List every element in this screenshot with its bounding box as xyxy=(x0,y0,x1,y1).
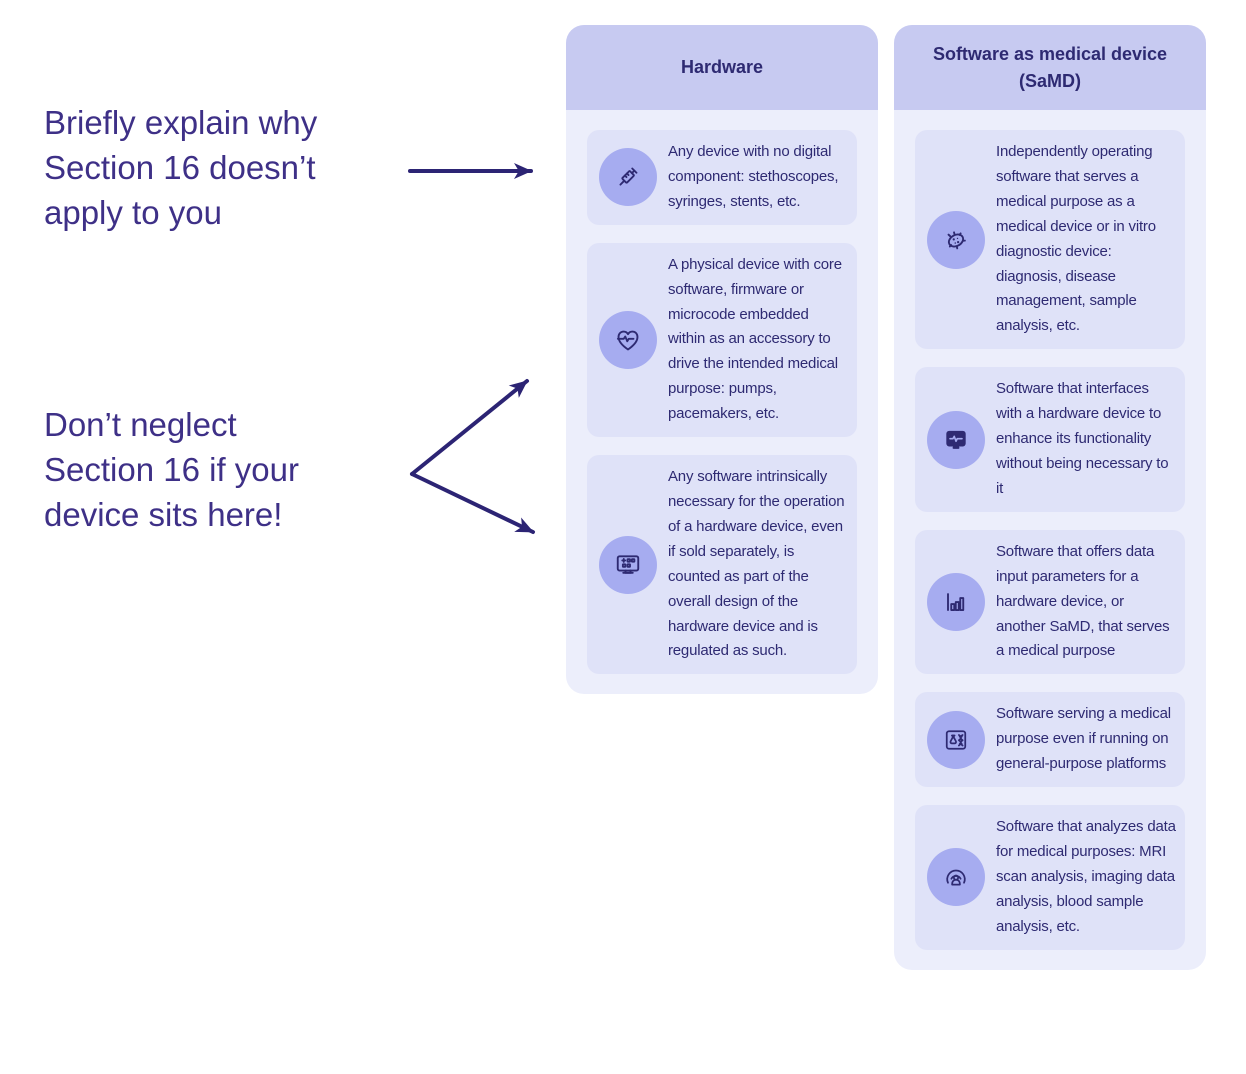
card-text: Software serving a medical purpose even … xyxy=(996,705,1171,773)
hardware-column: Hardware Any devic xyxy=(566,25,878,695)
samd-column-title: Software as medical device (SaMD) xyxy=(932,43,1168,91)
arrow-to-hardware-card-3 xyxy=(410,472,535,534)
card-hardware-embedded-software: A physical device with core software, fi… xyxy=(587,242,857,438)
card-hardware-intrinsic-software: Any software intrinsically necessary for… xyxy=(587,455,857,675)
card-samd-independent: Independently operating software that se… xyxy=(915,130,1185,350)
monitor-pulse-icon xyxy=(927,410,985,469)
card-samd-interfaces-hardware: Software that interfaces with a hardware… xyxy=(915,367,1185,512)
flask-dna-icon xyxy=(927,710,985,769)
card-hardware-no-digital: Any device with no digital component: st… xyxy=(587,130,857,225)
card-text: Software that interfaces with a hardware… xyxy=(996,380,1169,497)
samd-cards: Independently operating software that se… xyxy=(894,110,1206,970)
samd-column-header: Software as medical device (SaMD) xyxy=(894,25,1206,110)
annotation-section16-applies: Don’t neglect Section 16 if your device … xyxy=(44,402,299,537)
embedded-software-monitor-icon xyxy=(599,535,657,594)
annotation-line: device sits here! xyxy=(44,496,283,533)
card-text: Any software intrinsically necessary for… xyxy=(668,468,845,660)
hardware-column-title: Hardware xyxy=(680,57,764,77)
card-samd-general-purpose: Software serving a medical purpose even … xyxy=(915,692,1185,788)
card-text: Independently operating software that se… xyxy=(996,143,1156,335)
hardware-cards: Any device with no digital component: st… xyxy=(566,110,878,694)
card-text: Software that offers data input paramete… xyxy=(996,542,1170,660)
card-text: Software that analyzes data for medical … xyxy=(996,818,1176,935)
card-samd-analyzes-data: Software that analyzes data for medical … xyxy=(915,805,1185,950)
annotation-line: apply to you xyxy=(44,194,222,231)
annotation-line: Section 16 doesn’t xyxy=(44,149,316,186)
mri-scan-icon xyxy=(927,848,985,907)
syringe-icon xyxy=(599,148,657,207)
samd-column: Software as medical device (SaMD) xyxy=(894,25,1206,970)
card-samd-data-input: Software that offers data input paramete… xyxy=(915,529,1185,675)
bar-chart-icon xyxy=(927,573,985,632)
card-text: Any device with no digital component: st… xyxy=(668,143,839,210)
annotation-line: Don’t neglect xyxy=(44,406,237,443)
annotation-line: Briefly explain why xyxy=(44,104,318,141)
card-text: A physical device with core software, fi… xyxy=(668,255,842,423)
arrow-to-hardware-card-2 xyxy=(410,379,529,476)
heart-pulse-icon xyxy=(599,310,657,369)
hardware-column-header: Hardware xyxy=(566,25,878,110)
bacteria-icon xyxy=(927,210,985,269)
annotation-section16-not-apply: Briefly explain why Section 16 doesn’t a… xyxy=(44,100,317,235)
annotation-line: Section 16 if your xyxy=(44,451,299,488)
